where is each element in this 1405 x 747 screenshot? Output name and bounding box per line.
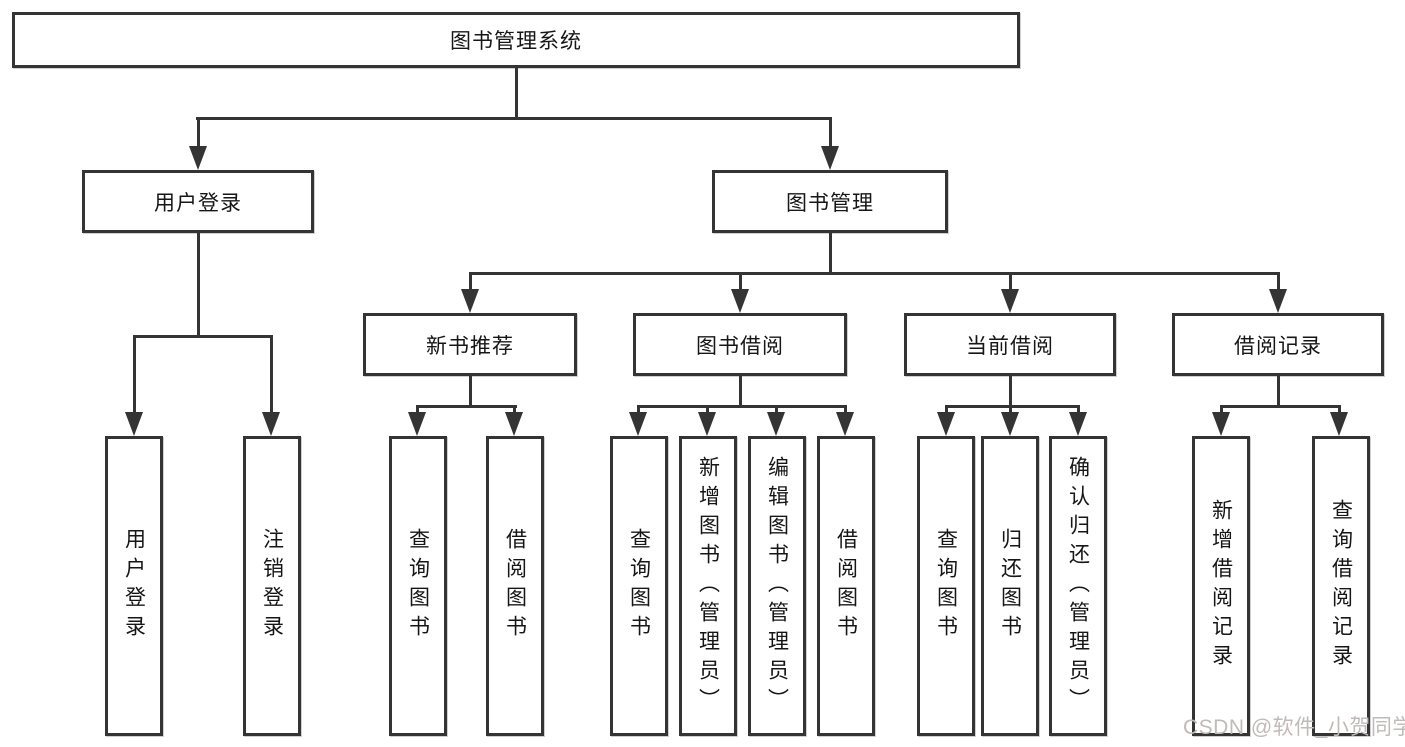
- connector-vline: [706, 405, 709, 415]
- connector-vline: [829, 233, 832, 272]
- arrowhead-down-icon: [1212, 412, 1230, 436]
- connector-vline: [416, 405, 419, 415]
- leaf-current-return-label: 归还图书: [998, 528, 1022, 644]
- connector-vline: [739, 376, 742, 406]
- arrowhead-down-icon: [1269, 289, 1287, 313]
- node-user-login-label: 用户登录: [154, 191, 242, 215]
- connector-vline: [829, 117, 832, 148]
- node-book-borrowing: 图书借阅: [633, 313, 847, 376]
- node-book-management-label: 图书管理: [786, 191, 874, 215]
- connector-vline: [133, 335, 136, 413]
- connector-vline: [513, 405, 516, 415]
- connector-vline: [637, 405, 640, 415]
- connector-vline: [775, 405, 778, 415]
- connector-vline: [1277, 272, 1280, 292]
- leaf-current-return: 归还图书: [981, 436, 1039, 736]
- arrowhead-down-icon: [1001, 412, 1019, 436]
- leaf-newbook-query-label: 查询图书: [406, 528, 430, 644]
- leaf-current-query-label: 查询图书: [934, 528, 958, 644]
- node-book-management: 图书管理: [712, 170, 948, 233]
- leaf-borrow-lend-label: 借阅图书: [834, 528, 858, 644]
- arrowhead-down-icon: [1069, 412, 1087, 436]
- arrowhead-down-icon: [189, 146, 207, 170]
- arrowhead-down-icon: [731, 289, 749, 313]
- leaf-records-add: 新增借阅记录: [1192, 436, 1250, 736]
- leaf-user-login: 用户登录: [105, 436, 163, 736]
- connector-vline: [469, 376, 472, 406]
- connector-vline: [1277, 376, 1280, 406]
- leaf-current-confirm: 确认归还（管理员）: [1049, 436, 1107, 736]
- node-root-label: 图书管理系统: [450, 30, 582, 53]
- arrowhead-down-icon: [821, 146, 839, 170]
- leaf-logout-label: 注销登录: [260, 528, 284, 644]
- node-root: 图书管理系统: [12, 12, 1020, 68]
- leaf-borrow-add-label: 新增图书（管理员）: [696, 455, 720, 717]
- leaf-borrow-add: 新增图书（管理员）: [679, 436, 737, 736]
- connector-vline: [270, 335, 273, 413]
- leaf-user-login-label: 用户登录: [122, 528, 146, 644]
- connector-hline: [1220, 405, 1341, 408]
- arrowhead-down-icon: [629, 412, 647, 436]
- leaf-records-query-label: 查询借阅记录: [1329, 499, 1353, 673]
- leaf-borrow-query: 查询图书: [610, 436, 668, 736]
- connector-vline: [1009, 272, 1012, 292]
- leaf-records-add-label: 新增借阅记录: [1209, 499, 1233, 673]
- connector-vline: [844, 405, 847, 415]
- watermark: CSDN @软件_小贺同学: [1183, 716, 1405, 739]
- leaf-current-query: 查询图书: [917, 436, 975, 736]
- node-borrowing-records: 借阅记录: [1172, 313, 1384, 376]
- arrowhead-down-icon: [408, 412, 426, 436]
- leaf-newbook-borrow-label: 借阅图书: [503, 528, 527, 644]
- node-new-book-recommend: 新书推荐: [363, 313, 577, 376]
- leaf-borrow-query-label: 查询图书: [627, 528, 651, 644]
- node-book-borrowing-label: 图书借阅: [696, 334, 784, 358]
- node-new-book-recommend-label: 新书推荐: [426, 334, 514, 358]
- connector-hline: [196, 117, 832, 120]
- connector-vline: [1338, 405, 1341, 415]
- connector-vline: [197, 117, 200, 148]
- connector-vline: [1009, 405, 1012, 415]
- connector-vline: [1077, 405, 1080, 415]
- node-current-borrowing-label: 当前借阅: [966, 334, 1054, 358]
- arrowhead-down-icon: [1330, 412, 1348, 436]
- leaf-borrow-lend: 借阅图书: [817, 436, 875, 736]
- arrowhead-down-icon: [461, 289, 479, 313]
- connector-hline: [416, 405, 517, 408]
- connector-hline: [637, 405, 846, 408]
- leaf-current-confirm-label: 确认归还（管理员）: [1066, 455, 1090, 717]
- connector-vline: [739, 272, 742, 292]
- connector-hline: [133, 335, 273, 338]
- arrowhead-down-icon: [698, 412, 716, 436]
- arrowhead-down-icon: [262, 412, 280, 436]
- leaf-borrow-edit-label: 编辑图书（管理员）: [765, 455, 789, 717]
- connector-vline: [197, 233, 200, 336]
- arrowhead-down-icon: [125, 412, 143, 436]
- connector-vline: [515, 67, 518, 118]
- connector-vline: [469, 272, 472, 292]
- node-current-borrowing: 当前借阅: [904, 313, 1116, 376]
- arrowhead-down-icon: [767, 412, 785, 436]
- arrowhead-down-icon: [836, 412, 854, 436]
- leaf-borrow-edit: 编辑图书（管理员）: [748, 436, 806, 736]
- leaf-newbook-borrow: 借阅图书: [486, 436, 544, 736]
- connector-vline: [1220, 405, 1223, 415]
- arrowhead-down-icon: [505, 412, 523, 436]
- connector-vline: [945, 405, 948, 415]
- leaf-records-query: 查询借阅记录: [1312, 436, 1370, 736]
- connector-hline: [945, 405, 1079, 408]
- arrowhead-down-icon: [937, 412, 955, 436]
- connector-hline: [469, 272, 1280, 275]
- leaf-logout: 注销登录: [243, 436, 301, 736]
- connector-vline: [1009, 376, 1012, 406]
- arrowhead-down-icon: [1001, 289, 1019, 313]
- leaf-newbook-query: 查询图书: [389, 436, 447, 736]
- node-user-login: 用户登录: [82, 170, 314, 233]
- node-borrowing-records-label: 借阅记录: [1234, 334, 1322, 358]
